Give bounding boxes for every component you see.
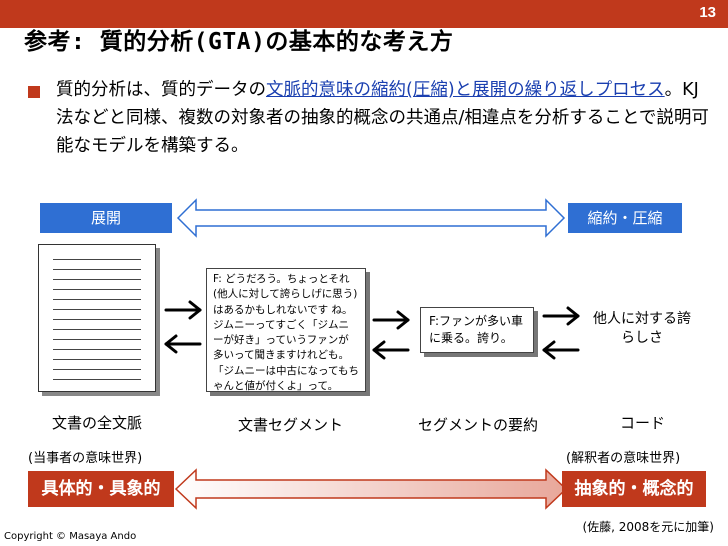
page-number: 13: [699, 4, 716, 21]
caption-full-context: 文書の全文脈: [52, 414, 143, 432]
expand-label: 展開: [40, 203, 172, 233]
compress-label: 縮約・圧縮: [568, 203, 682, 233]
document-segment-box: F: どうだろう。ちょっとそれ(他人に対して誇らしげに思う)はあるかもしれないで…: [206, 268, 366, 392]
paragraph-highlight: 文脈的意味の縮約(圧縮)と展開の繰り返しプロセス: [266, 80, 665, 100]
segment-summary-box: F:ファンが多い車に乗る。誇り。: [420, 307, 534, 353]
slide-title: 参考: 質的分析(GTA)の基本的な考え方: [24, 29, 454, 55]
caption-segment: 文書セグメント: [238, 416, 344, 434]
interpreter-world-label: (解釈者の意味世界): [566, 451, 681, 466]
copyright: Copyright © Masaya Ando: [4, 531, 137, 542]
concrete-abstract-double-arrow: [174, 468, 568, 510]
arrow-right-2: [372, 310, 410, 330]
body-paragraph: 質的分析は、質的データの文脈的意味の縮約(圧縮)と展開の繰り返しプロセス。KJ法…: [56, 76, 716, 160]
concrete-label: 具体的・具象的: [28, 471, 174, 507]
participant-world-label: (当事者の意味世界): [28, 451, 143, 466]
code-label: 他人に対する誇らしさ: [593, 311, 691, 346]
abstract-label: 抽象的・概念的: [562, 471, 706, 507]
citation: (佐藤, 2008を元に加筆): [582, 520, 714, 534]
expand-compress-double-arrow: [176, 198, 566, 238]
arrow-right-1: [164, 300, 202, 320]
arrow-left-2: [372, 340, 410, 360]
caption-code: コード: [620, 414, 666, 432]
document-icon: [38, 244, 156, 392]
arrow-left-3: [542, 340, 580, 360]
paragraph-post: 。KJ法などと同様、複数の対象者の抽象的概念の共通点/相違点を分析することで説明…: [56, 80, 709, 156]
bullet-square-icon: [28, 86, 40, 98]
arrow-left-1: [164, 334, 202, 354]
caption-summary: セグメントの要約: [418, 416, 539, 434]
paragraph-pre: 質的分析は、質的データの: [56, 80, 266, 100]
header-bar: [0, 0, 728, 28]
arrow-right-3: [542, 306, 580, 326]
